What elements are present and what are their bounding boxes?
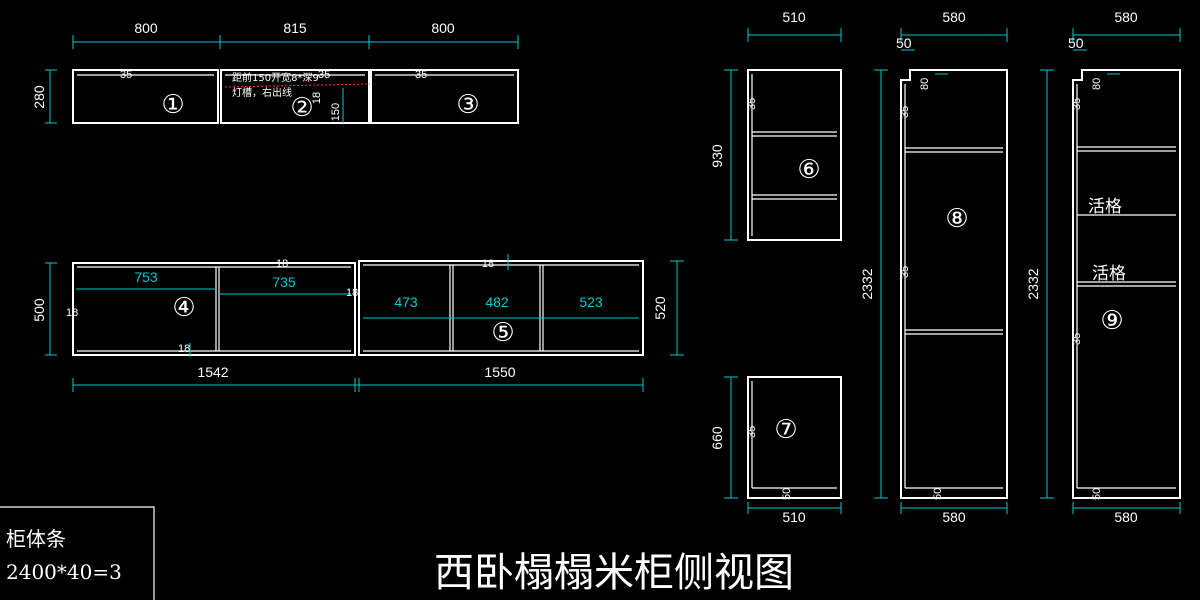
c9-mark-1: 35 [1071,98,1083,110]
top-row-cabinets: 800 815 800 280 35 35 35 距前150开宽8*深9 灯槽，… [31,20,519,124]
cab1-mark: 35 [120,69,132,81]
c9-width-bottom: 580 [1114,509,1138,525]
cabinet-3 [370,69,519,124]
c6-box [747,69,842,241]
label-1: ① [161,90,184,120]
mid-height-right: 520 [652,296,668,320]
note-line-1: 柜体条 [6,527,66,551]
cell-473: 473 [394,294,418,310]
note-box: 柜体条 2400*40=3 [0,506,155,600]
c8-height: 2332 [859,268,875,299]
top-width-1: 800 [134,20,158,36]
cabinet-5 [358,260,644,356]
total-right: 1550 [484,364,515,380]
cell-482: 482 [485,294,509,310]
c8-notch: 50 [896,35,912,51]
cab2-inner-small: 18 [311,92,323,104]
cab3-mark: 35 [415,69,427,81]
label-8: ⑧ [945,204,968,234]
c7-height: 660 [709,426,725,450]
top-height: 280 [31,85,47,109]
mid-height-left: 500 [31,298,47,322]
total-left: 1542 [197,364,228,380]
cab4-thick-left: 18 [66,307,78,319]
c8-width: 580 [942,9,966,25]
c8-base: 50 [932,488,944,500]
c8-box [900,69,1008,499]
cab2-inner-height: 150 [330,103,342,121]
c7-box [747,376,842,499]
c8-width-bottom: 580 [942,509,966,525]
c6-height: 930 [709,144,725,168]
side-cabinet-8: 580 50 2332 80 35 35 50 ⑧ 580 [859,9,1008,525]
side-cabinet-6: 510 930 35 ⑥ [709,9,842,241]
c9-shelf-1: 活格 [1088,197,1122,217]
c9-notch: 50 [1068,35,1084,51]
c7-width: 510 [782,509,806,525]
top-width-3: 800 [431,20,455,36]
cab4-thick-bottom: 18 [178,343,190,355]
drawing-title: 西卧榻榻米柜侧视图 [434,550,794,596]
c9-width: 580 [1114,9,1138,25]
cabinet-2 [220,69,370,124]
label-3: ③ [456,90,479,120]
c6-width: 510 [782,9,806,25]
cell-735: 735 [272,274,296,290]
label-7: ⑦ [774,415,797,445]
c7-base: 50 [781,488,793,500]
cabinet-4 [72,262,356,356]
c7-mark: 35 [746,426,758,438]
cabinet-1 [72,69,219,124]
cab4-thick-top: 18 [276,258,288,270]
c9-shelf-2: 活格 [1092,264,1126,284]
label-2: ② [290,93,313,123]
cab5-thick-left: 18 [346,287,358,299]
mid-row-cabinets: 500 753 735 18 18 18 ④ 473 482 523 18 18… [31,254,684,392]
label-6: ⑥ [797,155,820,185]
side-cabinet-9: 580 50 2332 80 35 35 50 活格 活格 ⑨ 580 [1025,9,1181,525]
cab2-comment-2: 灯槽，右出线 [232,86,292,99]
top-width-2: 815 [283,20,307,36]
cab5-thick-top: 18 [482,258,494,270]
cell-523: 523 [579,294,603,310]
c8-top: 80 [919,78,931,90]
cell-753: 753 [134,269,158,285]
label-5: ⑤ [491,318,514,348]
c6-mark: 35 [746,98,758,110]
c9-height: 2332 [1025,268,1041,299]
c9-top: 80 [1091,78,1103,90]
label-9: ⑨ [1100,306,1123,336]
label-4: ④ [172,293,195,323]
side-cabinet-7: 660 35 50 ⑦ 510 [709,376,842,525]
c8-mark-2: 35 [899,266,911,278]
c8-mark-1: 35 [899,106,911,118]
note-line-2: 2400*40=3 [6,560,122,584]
c9-base: 50 [1091,488,1103,500]
c9-box [1072,69,1181,499]
cab2-mark: 35 [318,69,330,81]
c9-mark-2: 35 [1071,333,1083,345]
cab2-comment-1: 距前150开宽8*深9 [232,71,319,84]
